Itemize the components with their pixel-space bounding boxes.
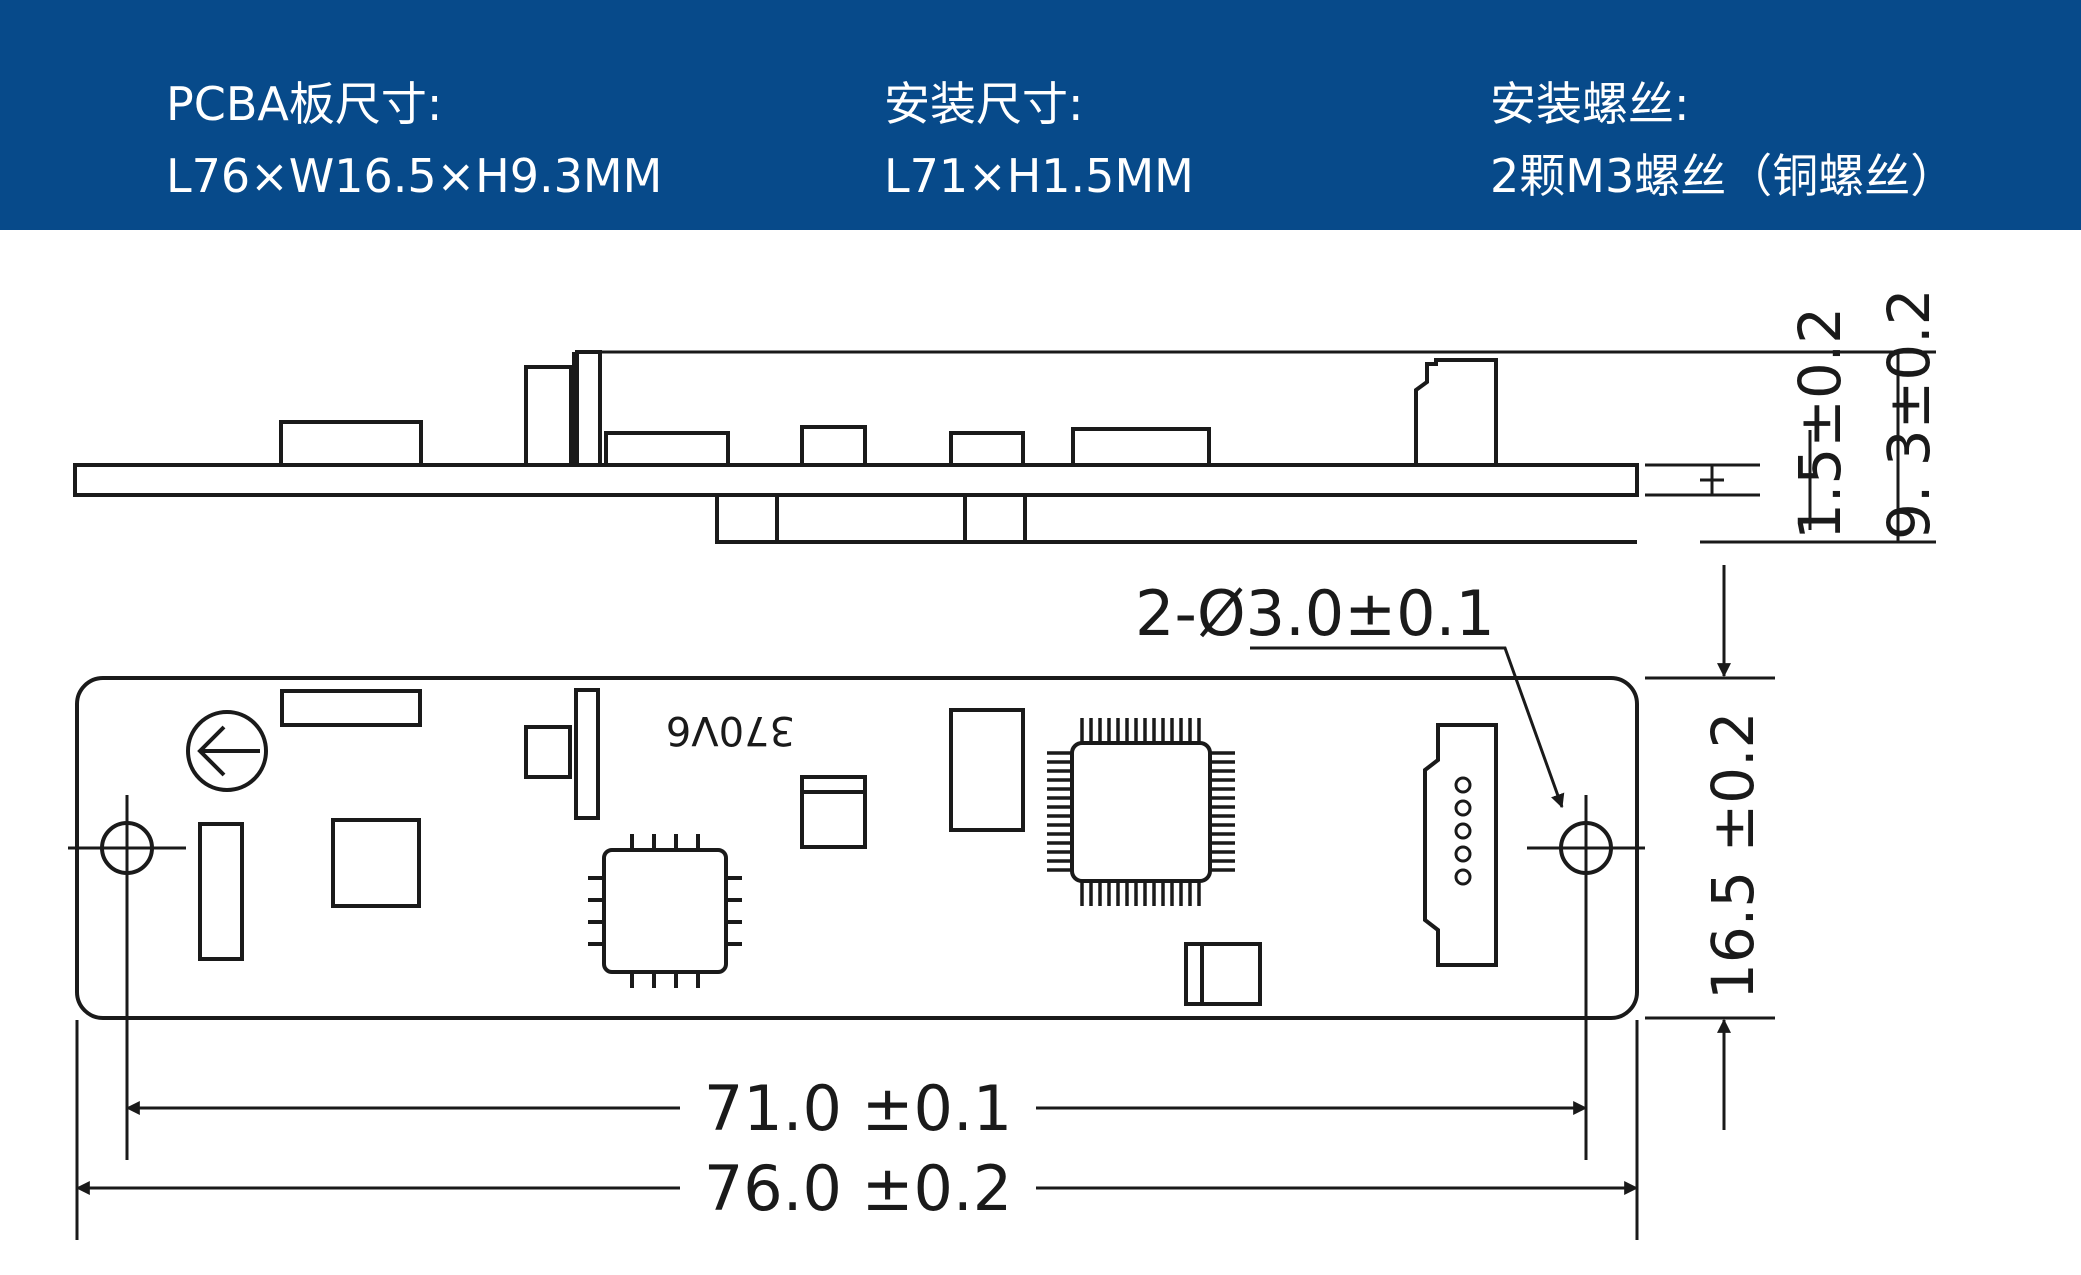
- side-component-2: [524, 365, 573, 467]
- top-component-1: [280, 689, 422, 727]
- top-component-4: [198, 822, 244, 961]
- dim-width-label: 16.5 ±0.2: [1699, 712, 1767, 1000]
- side-bottom-component-2: [963, 493, 1027, 544]
- side-component-5: [800, 425, 867, 467]
- qfp-chip-pins: [1047, 718, 1235, 906]
- spec-mount-size: 安装尺寸: L71×H1.5MM: [884, 68, 1194, 212]
- top-component-7: [949, 708, 1025, 832]
- hole-callout-label: 2-Ø3.0±0.1: [1135, 577, 1495, 650]
- spec-header: PCBA板尺寸: L76×W16.5×H9.3MM 安装尺寸: L71×H1.5…: [0, 0, 2081, 230]
- silkscreen-label: 370V6: [666, 707, 795, 753]
- qfn-chip: [602, 848, 728, 974]
- connector-top: [1423, 723, 1498, 967]
- top-component-3: [574, 688, 600, 820]
- side-component-3: [575, 350, 602, 467]
- side-component-4: [604, 431, 730, 467]
- qfp-chip: [1070, 741, 1212, 883]
- spec-mount-size-value: L71×H1.5MM: [884, 149, 1194, 203]
- spec-pcba-size: PCBA板尺寸: L76×W16.5×H9.3MM: [166, 68, 662, 212]
- spec-pcba-size-label: PCBA板尺寸:: [166, 77, 443, 131]
- top-component-8: [1184, 942, 1262, 1006]
- hole-callout-leader: [1250, 646, 1565, 809]
- side-component-7: [1071, 427, 1211, 467]
- side-board: [73, 463, 1639, 497]
- side-bottom-component-1: [715, 493, 779, 544]
- top-component-6: [800, 775, 867, 849]
- spec-screws-value: 2颗M3螺丝（铜螺丝）: [1490, 149, 1957, 203]
- dim-mount-length-label: 71.0 ±0.1: [704, 1072, 1012, 1145]
- spec-screws: 安装螺丝: 2颗M3螺丝（铜螺丝）: [1490, 68, 1956, 212]
- spec-screws-label: 安装螺丝:: [1490, 77, 1690, 131]
- mechanical-drawing: 1.5±0.2 9. 3±0.2: [68, 288, 1943, 1240]
- spec-mount-size-label: 安装尺寸:: [884, 77, 1084, 131]
- top-view: [68, 565, 1775, 1240]
- connector-pins: [1454, 776, 1472, 886]
- side-view: [73, 350, 1936, 544]
- side-component-1: [279, 420, 423, 467]
- top-component-2: [524, 725, 572, 779]
- spec-pcba-size-value: L76×W16.5×H9.3MM: [166, 149, 663, 203]
- top-component-5: [331, 818, 421, 908]
- dim-board-length-label: 76.0 ±0.2: [704, 1152, 1012, 1225]
- qfn-chip-pins: [588, 834, 742, 988]
- dim-board-height-label: 1.5±0.2: [1786, 307, 1854, 540]
- direction-arrow-icon: [186, 710, 268, 792]
- dim-total-height-label: 9. 3±0.2: [1875, 288, 1943, 540]
- side-component-6: [949, 431, 1025, 467]
- side-connector: [1414, 358, 1498, 465]
